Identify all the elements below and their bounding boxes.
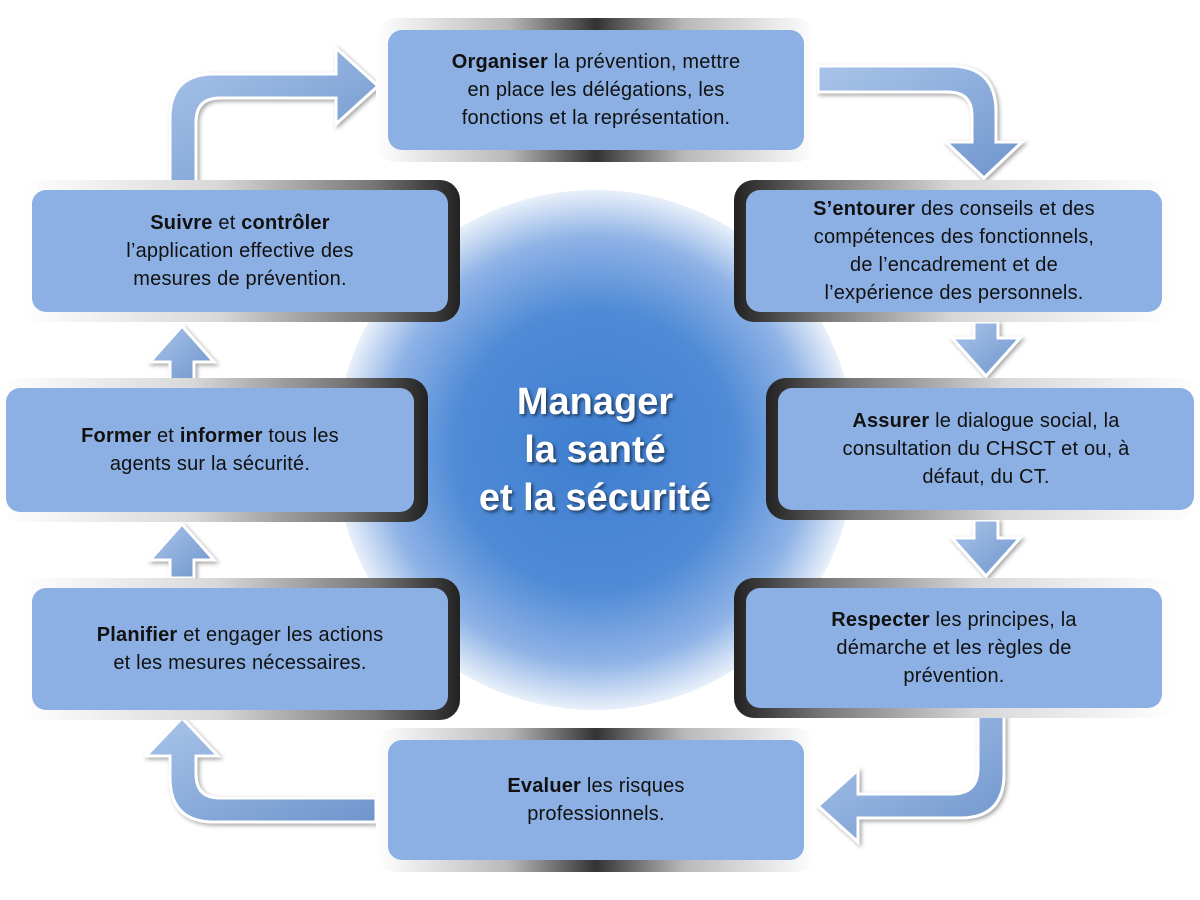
arrow-respecter-to-evaluer-icon bbox=[815, 714, 1006, 846]
step-respecter-text-3: prévention. bbox=[903, 665, 1005, 687]
arrow-evaluer-to-planifier-icon bbox=[142, 715, 378, 824]
arrow-former-to-suivre-icon bbox=[146, 323, 218, 382]
step-evaluer: Evaluer les risques professionnels. bbox=[376, 728, 816, 872]
step-former-keyword-2: informer bbox=[179, 425, 263, 447]
center-title-line2: la santé bbox=[524, 429, 666, 471]
arrow-planifier-to-former-icon bbox=[146, 521, 218, 580]
step-assurer-keyword: Assurer bbox=[852, 410, 930, 432]
step-entourer-keyword: S’entourer bbox=[813, 198, 916, 220]
step-assurer-text-2: consultation du CHSCT et ou, à bbox=[842, 438, 1130, 460]
step-organiser-text-3: fonctions et la représentation. bbox=[461, 107, 731, 129]
step-entourer-text-3: de l’encadrement et de bbox=[850, 254, 1058, 276]
step-organiser-text-2: en place les délégations, les bbox=[467, 79, 725, 101]
step-evaluer-keyword: Evaluer bbox=[507, 775, 582, 797]
step-suivre: Suivre et contrôler l’application effect… bbox=[20, 180, 460, 322]
arrow-organiser-to-entourer-icon bbox=[816, 64, 1026, 181]
step-suivre-conj: et bbox=[218, 212, 236, 234]
step-suivre-text-3: mesures de prévention. bbox=[133, 268, 347, 290]
step-suivre-keyword-2: contrôler bbox=[241, 212, 330, 234]
step-entourer-text-4: l’expérience des personnels. bbox=[824, 282, 1084, 304]
step-respecter-text-1: les principes, la bbox=[935, 609, 1077, 631]
arrow-assurer-to-respecter-icon bbox=[948, 518, 1024, 579]
step-former-text-2: agents sur la sécurité. bbox=[109, 453, 311, 475]
arrow-suivre-to-organiser-icon bbox=[168, 44, 381, 184]
step-entourer: S’entourer des conseils et des compétenc… bbox=[734, 180, 1174, 322]
step-suivre-keyword: Suivre bbox=[150, 212, 213, 234]
step-assurer: Assurer le dialogue social, la consultat… bbox=[766, 378, 1200, 520]
step-former-text-1: tous les bbox=[268, 425, 339, 447]
step-planifier-text-2: et les mesures nécessaires. bbox=[113, 652, 367, 674]
arrow-entourer-to-assurer-icon bbox=[948, 320, 1024, 379]
step-assurer-text-3: défaut, du CT. bbox=[922, 466, 1050, 488]
step-former-conj: et bbox=[156, 425, 175, 447]
center-title-line3: et la sécurité bbox=[478, 477, 712, 519]
step-planifier: Planifier et engager les actions et les … bbox=[20, 578, 460, 720]
step-planifier-text-1: et engager les actions bbox=[183, 624, 384, 646]
step-planifier-keyword: Planifier bbox=[96, 624, 178, 646]
step-assurer-text-1: le dialogue social, la bbox=[935, 410, 1120, 432]
step-evaluer-text-2: professionnels. bbox=[527, 803, 665, 825]
step-organiser: Organiser la prévention, mettre en place… bbox=[376, 18, 816, 162]
step-respecter: Respecter les principes, la démarche et … bbox=[734, 578, 1174, 718]
step-respecter-keyword: Respecter bbox=[831, 609, 930, 631]
step-organiser-keyword: Organiser bbox=[451, 51, 548, 73]
step-former-keyword: Former bbox=[81, 425, 152, 447]
step-respecter-text-2: démarche et les règles de bbox=[836, 637, 1072, 659]
step-entourer-text-2: compétences des fonctionnels, bbox=[813, 226, 1095, 248]
step-entourer-text-1: des conseils et des bbox=[920, 198, 1095, 220]
step-evaluer-text-1: les risques bbox=[586, 775, 685, 797]
step-suivre-text-2: l’application effective des bbox=[126, 240, 354, 262]
step-former: Former et informer tous les agents sur l… bbox=[0, 378, 428, 522]
center-title: Manager la santé et la sécurité bbox=[420, 378, 770, 522]
center-title-line1: Manager bbox=[516, 381, 674, 423]
step-organiser-text-1: la prévention, mettre bbox=[553, 51, 741, 73]
